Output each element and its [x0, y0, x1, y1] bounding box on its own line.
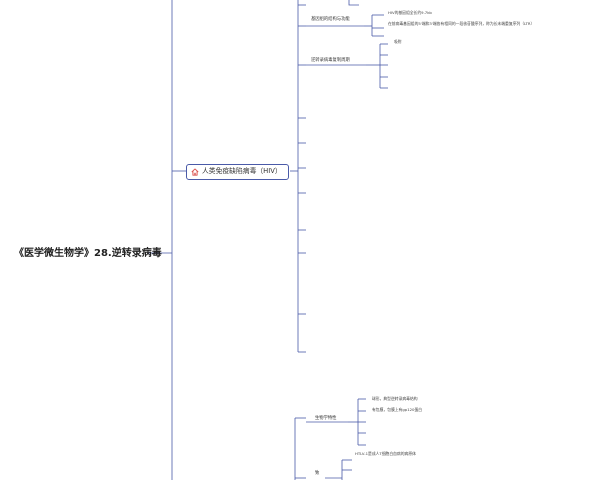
genome-ltr-note[interactable]: 在前病毒基因组的5'端和3'端各有相同的一段核苷酸序列，称为长末端重复序列（LT…	[388, 21, 535, 26]
replication-cycle-node[interactable]: 逆转录病毒复制周期	[311, 58, 350, 63]
bio-shape-note[interactable]: 球形，典型逆转录病毒结构	[372, 396, 418, 401]
home-icon	[191, 168, 199, 176]
hiv-topic-node[interactable]: 人类免疫缺陷病毒（HIV）	[186, 164, 289, 180]
htlv-leukemia-note[interactable]: HTLV-1是成人T细胞白血病的病原体	[355, 451, 416, 456]
root-node-title[interactable]: 《医学微生物学》28.逆转录病毒	[14, 248, 162, 259]
bio-properties-node[interactable]: 生物学特性	[315, 416, 337, 421]
pathogenicity-node[interactable]: 致	[315, 471, 320, 476]
hiv-topic-label: 人类免疫缺陷病毒（HIV）	[202, 167, 282, 176]
genome-structure-node[interactable]: 基因组的结构与功能	[311, 17, 350, 22]
replication-adsorption-note[interactable]: 吸附	[394, 39, 402, 44]
genome-length-note[interactable]: HIV的基因组全长约9.7kb	[388, 10, 432, 15]
genome-top-stub	[348, 0, 359, 6]
bio-envelope-note[interactable]: 有包膜，包膜上有gp120蛋白	[372, 407, 423, 412]
